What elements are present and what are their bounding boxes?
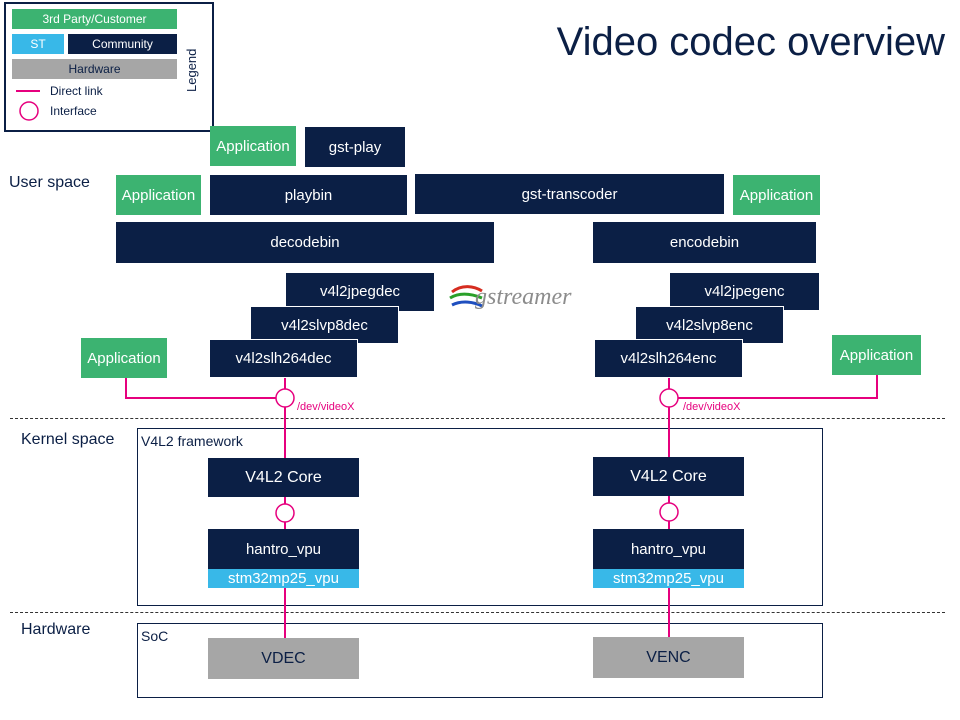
v4l2slvp8dec-label: v4l2slvp8dec: [281, 317, 368, 334]
v4l2jpegdec-label: v4l2jpegdec: [319, 283, 401, 300]
dec-v4l2-core-box: V4L2 Core: [208, 458, 359, 497]
v4l2jpegenc-box: v4l2jpegenc: [670, 273, 819, 310]
playbin-box: playbin: [210, 175, 407, 215]
dec-hantro-vpu-box: hantro_vpu: [208, 529, 359, 569]
dec-app-link: [125, 378, 285, 399]
application-right-box: Application: [733, 175, 820, 215]
legend: 3rd Party/Customer ST Community Hardware…: [4, 2, 214, 132]
legend-community: Community: [68, 34, 177, 54]
user-kernel-separator: [10, 418, 945, 419]
gst-transcoder-box: gst-transcoder: [415, 174, 724, 214]
kernel-hardware-separator: [10, 612, 945, 613]
gstreamer-logo-icon: [449, 285, 483, 308]
encodebin-box: encodebin: [593, 222, 816, 263]
v4l2-framework-frame: [137, 428, 823, 606]
enc-app-link: [669, 375, 878, 399]
legend-third-party: 3rd Party/Customer: [12, 9, 177, 29]
kernel-space-label: Kernel space: [21, 431, 115, 448]
dec-devnode-interface-icon: [275, 388, 295, 408]
v4l2slvp8enc-label: v4l2slvp8enc: [666, 317, 753, 334]
legend-direct-link: Direct link: [50, 84, 103, 98]
gstreamer-logo-text: gstreamer: [475, 284, 572, 310]
enc-v4l2-core-box: V4L2 Core: [593, 457, 744, 496]
v4l2slh264enc-box: v4l2slh264enc: [594, 339, 743, 378]
vdec-box: VDEC: [208, 638, 359, 679]
enc-devnode-label: /dev/videoX: [683, 401, 741, 413]
application-top-box: Application: [210, 126, 296, 166]
enc-devnode-interface-icon: [659, 388, 679, 408]
v4l2slvp8enc-box: v4l2slvp8enc: [635, 306, 784, 344]
gst-play-box: gst-play: [305, 127, 405, 167]
enc-hantro-vpu-box: hantro_vpu: [593, 529, 744, 569]
application-decoder-box: Application: [81, 338, 167, 378]
decodebin-box: decodebin: [116, 222, 494, 263]
v4l2-framework-label: V4L2 framework: [141, 433, 243, 449]
application-encoder-box: Application: [832, 335, 921, 375]
venc-box: VENC: [593, 637, 744, 678]
legend-symbols: [16, 90, 40, 121]
hardware-label: Hardware: [21, 621, 91, 638]
v4l2jpegenc-label: v4l2jpegenc: [704, 283, 785, 300]
legend-interface: Interface: [50, 104, 97, 118]
soc-label: SoC: [141, 628, 169, 644]
dec-core-interface-icon: [275, 503, 295, 523]
enc-core-interface-icon: [659, 502, 679, 522]
application-left-box: Application: [116, 175, 201, 215]
page-title: Video codec overview: [556, 20, 945, 64]
legend-st: ST: [12, 34, 64, 54]
v4l2jpegdec-box: v4l2jpegdec: [286, 273, 434, 311]
soc-frame: [137, 623, 823, 698]
dec-stm32mp25-vpu-box: stm32mp25_vpu: [208, 569, 359, 588]
v4l2slh264dec-box: v4l2slh264dec: [209, 339, 358, 378]
enc-stm32mp25-vpu-box: stm32mp25_vpu: [593, 569, 744, 588]
user-space-label: User space: [9, 174, 90, 191]
circle-interface-icon: [19, 101, 39, 121]
legend-hardware: Hardware: [12, 59, 177, 79]
dec-devnode-label: /dev/videoX: [297, 401, 355, 413]
